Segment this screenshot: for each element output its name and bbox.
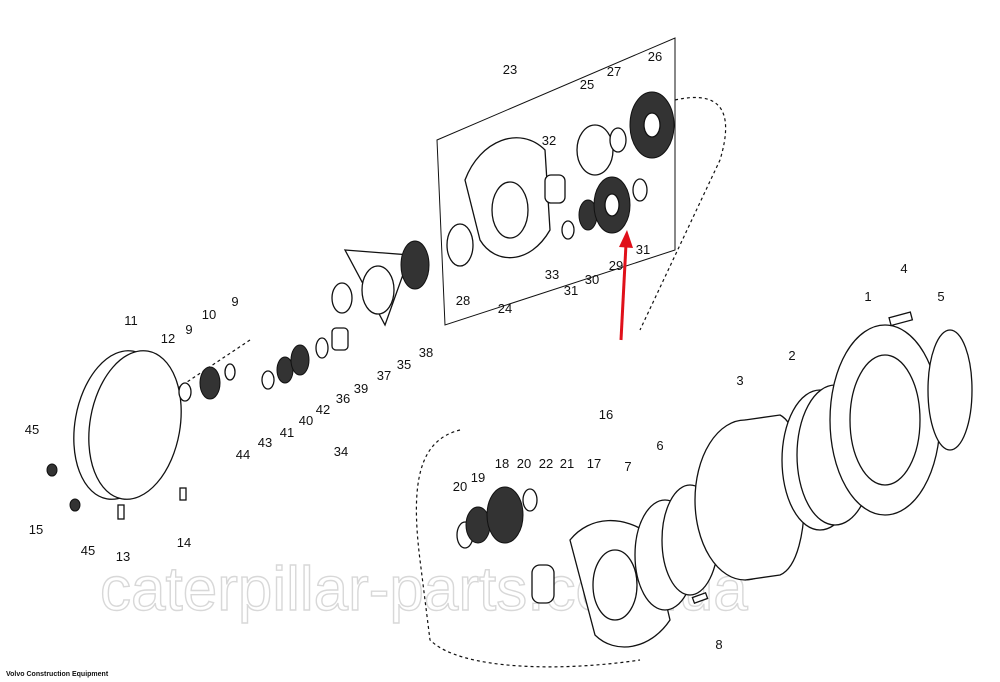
- part-label: 18: [495, 456, 509, 471]
- part-labels: 2325272632282433313029313835373936424041…: [25, 49, 945, 652]
- group-outline-upper: [639, 96, 727, 331]
- part-label: 45: [25, 422, 39, 437]
- part-label: 30: [585, 272, 599, 287]
- part-label: 19: [471, 470, 485, 485]
- part-label: 15: [29, 522, 43, 537]
- part-label: 35: [397, 357, 411, 372]
- part-label: 9: [231, 294, 238, 309]
- part-label: 42: [316, 402, 330, 417]
- part-label: 28: [456, 293, 470, 308]
- part-label: 3: [736, 373, 743, 388]
- footer-brand: Volvo Construction Equipment: [6, 671, 109, 678]
- part-label: 16: [599, 407, 613, 422]
- part-label: 31: [564, 283, 578, 298]
- part-label: 20: [453, 479, 467, 494]
- part-label: 12: [161, 331, 175, 346]
- part-label: 44: [236, 447, 250, 462]
- part-label: 39: [354, 381, 368, 396]
- part-label: 29: [609, 258, 623, 273]
- part-label: 38: [419, 345, 433, 360]
- part-label: 25: [580, 77, 594, 92]
- part-label: 10: [202, 307, 216, 322]
- part-label: 23: [503, 62, 517, 77]
- part-label: 31: [636, 242, 650, 257]
- part-label: 1: [864, 289, 871, 304]
- part-label: 20: [517, 456, 531, 471]
- part-label: 26: [648, 49, 662, 64]
- part-label: 36: [336, 391, 350, 406]
- part-label: 33: [545, 267, 559, 282]
- highlight-arrow: [619, 230, 633, 341]
- part-label: 27: [607, 64, 621, 79]
- part-label: 40: [299, 413, 313, 428]
- part-shapes: [46, 91, 973, 648]
- part-label: 2: [788, 348, 795, 363]
- part-label: 9: [185, 322, 192, 337]
- part-label: 8: [715, 637, 722, 652]
- part-label: 6: [656, 438, 663, 453]
- part-label: 4: [900, 261, 907, 276]
- part-label: 24: [498, 301, 512, 316]
- part-label: 5: [937, 289, 944, 304]
- part-label: 43: [258, 435, 272, 450]
- part-label: 14: [177, 535, 191, 550]
- part-label: 22: [539, 456, 553, 471]
- part-label: 32: [542, 133, 556, 148]
- part-label: 34: [334, 444, 348, 459]
- part-label: 17: [587, 456, 601, 471]
- part-label: 13: [116, 549, 130, 564]
- group-outline-lower: [415, 429, 641, 668]
- part-label: 21: [560, 456, 574, 471]
- part-label: 7: [624, 459, 631, 474]
- group-box-23: [436, 37, 676, 326]
- part-label: 45: [81, 543, 95, 558]
- part-label: 41: [280, 425, 294, 440]
- part-label: 37: [377, 368, 391, 383]
- part-label: 11: [124, 313, 138, 328]
